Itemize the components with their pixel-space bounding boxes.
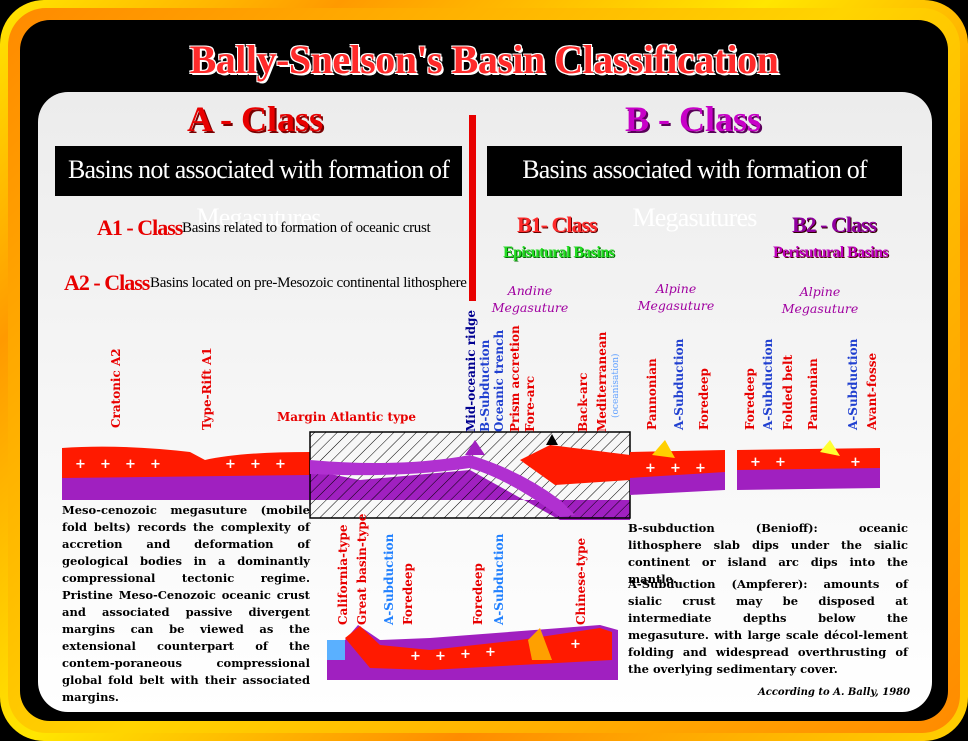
slide-title: Bally-Snelson's Basin Classification bbox=[189, 37, 779, 82]
svg-text:+: + bbox=[485, 645, 496, 660]
orange-wedge bbox=[652, 440, 675, 458]
center-divider bbox=[469, 115, 476, 301]
volcano-icon bbox=[546, 434, 558, 445]
svg-text:+: + bbox=[100, 457, 111, 472]
svg-text:+: + bbox=[125, 457, 136, 472]
svg-text:+: + bbox=[645, 461, 656, 476]
label-california: California-type bbox=[336, 524, 350, 625]
lower-ocean bbox=[327, 640, 345, 660]
class-b-banner: Basins associated with formation of Mega… bbox=[487, 146, 902, 232]
svg-text:+: + bbox=[570, 637, 581, 652]
svg-text:+: + bbox=[435, 649, 446, 664]
class-a-title: A - Class bbox=[187, 99, 324, 139]
mid-ocean-ridge bbox=[465, 440, 485, 455]
text-right-b-subduction: B-subduction (Benioff): oceanic lithosph… bbox=[628, 521, 908, 586]
alpine1-line2: Megasuture bbox=[637, 298, 715, 313]
label-a-subduction-5: A-Subduction bbox=[492, 533, 506, 625]
b1-class-label: B1- Class bbox=[517, 212, 598, 237]
a1-class-desc: Basins related to formation of oceanic c… bbox=[182, 220, 431, 236]
svg-text:+: + bbox=[250, 457, 261, 472]
crust-section-2 bbox=[630, 450, 725, 480]
svg-text:+: + bbox=[75, 457, 86, 472]
svg-text:+: + bbox=[775, 455, 786, 470]
text-left-paragraph: Meso-cenozoic megasuture (mobile fold be… bbox=[62, 503, 310, 704]
oceanic-slab bbox=[310, 455, 575, 517]
continental-crust-left bbox=[62, 446, 310, 478]
svg-text:+: + bbox=[410, 649, 421, 664]
label-a-subduction-4: A-Subduction bbox=[382, 533, 396, 625]
lower-crosses: + + + + + bbox=[410, 637, 581, 664]
b2-class-label: B2 - Class bbox=[792, 212, 877, 237]
alpine1-line1: Alpine bbox=[655, 281, 697, 296]
label-foredeep-3: Foredeep bbox=[401, 563, 415, 625]
lower-orange-wedge bbox=[528, 628, 552, 660]
credit-line: According to A. Bally, 1980 bbox=[758, 687, 911, 698]
svg-text:+: + bbox=[275, 457, 286, 472]
andine-megasuture: Andine Megasuture bbox=[486, 282, 574, 316]
margin-atlantic-label: Margin Atlantic type bbox=[277, 410, 417, 424]
label-chinese: Chinese-type bbox=[574, 537, 588, 625]
episutural-label: Episutural Basins bbox=[503, 244, 615, 261]
perisutural-label: Perisutural Basins bbox=[773, 244, 889, 261]
svg-text:+: + bbox=[225, 457, 236, 472]
text-right-a-subduction: A-Subduction (Ampferer): amounts of sial… bbox=[628, 577, 908, 676]
svg-text:+: + bbox=[670, 461, 681, 476]
yellow-wedge bbox=[820, 440, 840, 456]
arc-crust bbox=[520, 445, 630, 485]
mantle-section-2 bbox=[630, 472, 725, 495]
svg-text:+: + bbox=[695, 461, 706, 476]
alpine2-line1: Alpine bbox=[799, 284, 841, 299]
svg-text:+: + bbox=[150, 457, 161, 472]
andine-line2: Megasuture bbox=[491, 300, 569, 315]
label-foredeep-4: Foredeep bbox=[471, 563, 485, 625]
label-great-basin: Great basin-type bbox=[355, 513, 369, 625]
mantle-section-3 bbox=[737, 468, 880, 490]
crust-section-3 bbox=[737, 448, 880, 472]
svg-text:+: + bbox=[460, 647, 471, 662]
a1-class-label: A1 - Class bbox=[97, 215, 183, 240]
alpine-megasuture-2: Alpine Megasuture bbox=[776, 283, 864, 317]
svg-text:+: + bbox=[850, 455, 861, 470]
crust-crosses: + + + + + + + + + + + + + bbox=[75, 455, 861, 476]
a2-class-label: A2 - Class bbox=[64, 270, 150, 295]
class-a-banner: Basins not associated with formation of … bbox=[55, 146, 462, 232]
alpine-megasuture-1: Alpine Megasuture bbox=[632, 280, 720, 314]
svg-text:+: + bbox=[750, 455, 761, 470]
alpine2-line2: Megasuture bbox=[781, 301, 859, 316]
class-b-title: B - Class bbox=[625, 99, 762, 139]
andine-line1: Andine bbox=[507, 283, 553, 298]
a2-class-desc: Basins located on pre-Mesozoic continent… bbox=[150, 275, 467, 291]
